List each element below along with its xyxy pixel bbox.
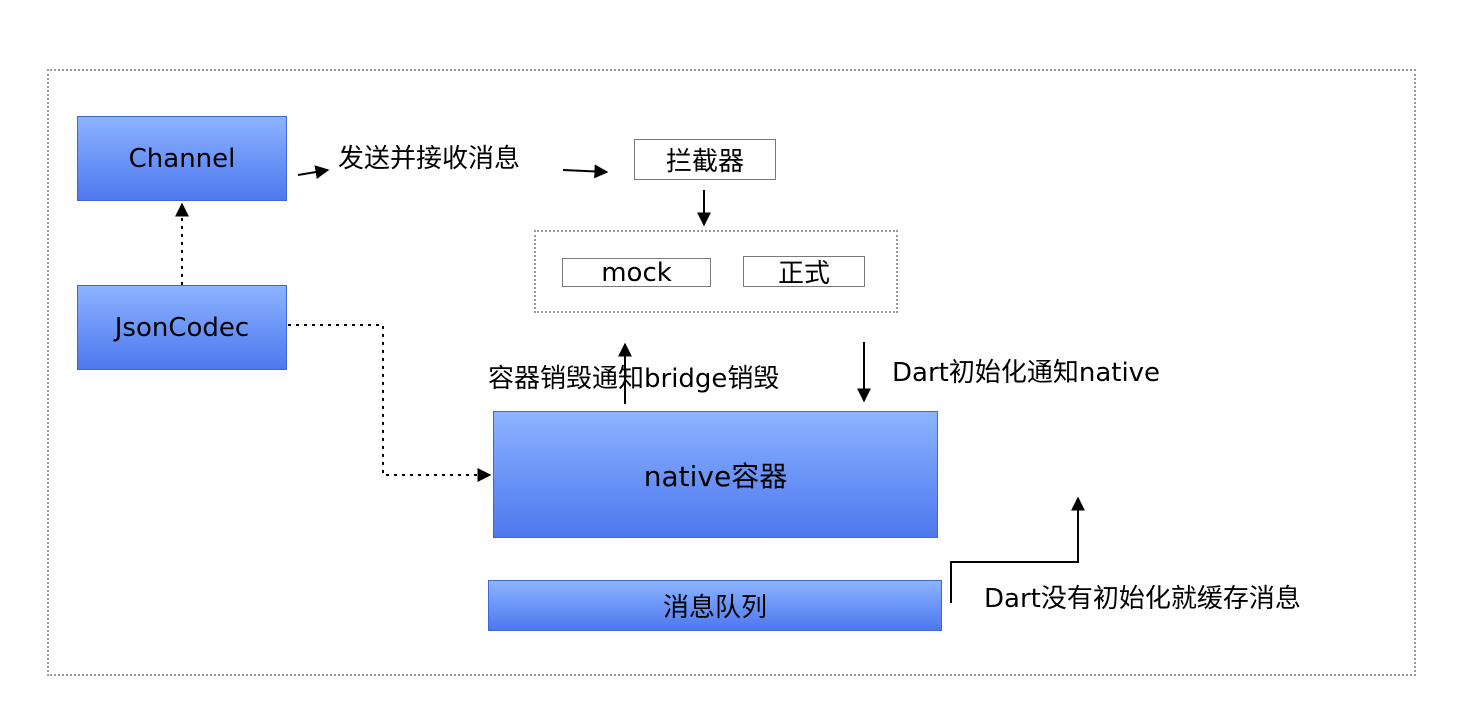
json-codec-label: JsonCodec: [114, 312, 250, 343]
interceptor-target-group: [534, 230, 898, 313]
formal-label: 正式: [777, 259, 830, 289]
channel-node: Channel: [77, 116, 287, 201]
message-queue-node: 消息队列: [488, 580, 942, 631]
mock-node: mock: [562, 257, 711, 288]
container-destroy-label: 容器销毁通知bridge销毁: [488, 364, 780, 394]
send-receive-label: 发送并接收消息: [338, 144, 521, 174]
mock-label: mock: [601, 257, 672, 288]
interceptor-label: 拦截器: [665, 147, 744, 177]
json-codec-node: JsonCodec: [77, 285, 287, 370]
outer-frame: [47, 69, 1416, 676]
formal-node: 正式: [743, 256, 865, 289]
interceptor-node: 拦截器: [634, 139, 776, 180]
message-queue-label: 消息队列: [662, 593, 767, 623]
dart-init-notify-label: Dart初始化通知native: [892, 358, 1161, 388]
channel-label: Channel: [128, 143, 236, 174]
native-container-node: native容器: [493, 411, 938, 538]
dart-not-init-cache-label: Dart没有初始化就缓存消息: [984, 584, 1301, 614]
native-container-label: native容器: [643, 459, 788, 493]
